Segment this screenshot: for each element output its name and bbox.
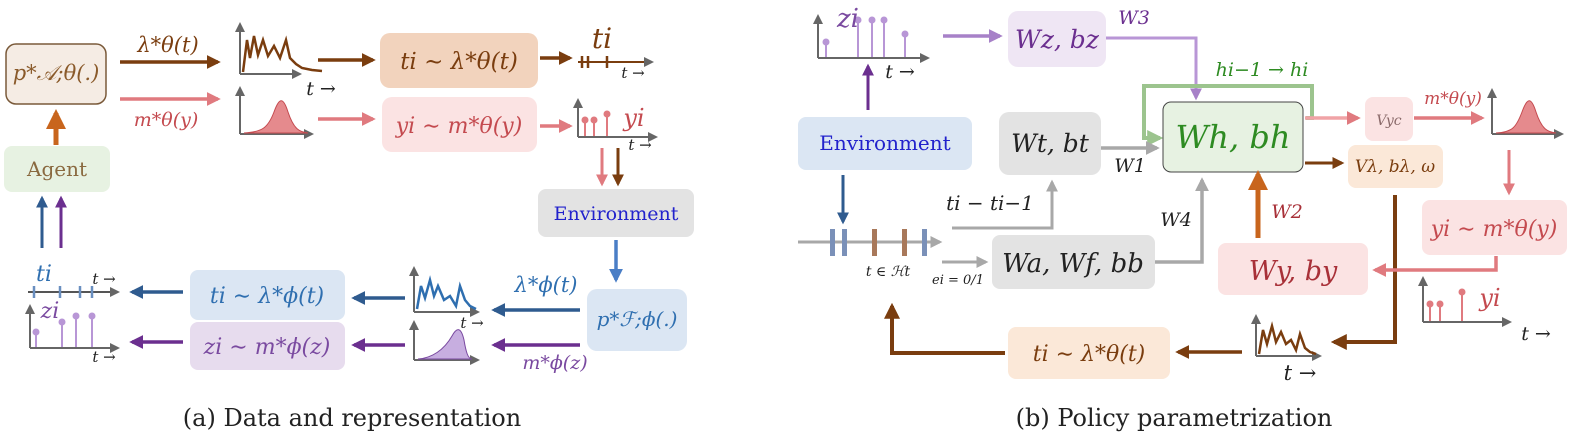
mark-history-stem-plot-phi [25, 304, 120, 353]
m-phi-label: m*ϕ(z) [522, 352, 587, 374]
wh-label: Wh, bh [1176, 118, 1291, 156]
vlambda-box [1348, 145, 1443, 188]
environment-box-a [538, 189, 694, 237]
mark-sampler-label-phi: zi ∼ m*ϕ(z) [203, 335, 331, 360]
t-sampler-label-b: ti ∼ λ*θ(t) [1033, 342, 1146, 367]
mark-output-stem-plot-b [1418, 276, 1512, 327]
policy-box [5, 43, 107, 105]
w1-label: W1 [1114, 155, 1146, 177]
mark-stem-plot-z [813, 14, 930, 63]
arrow-wa-to-wh [1155, 177, 1209, 264]
mark-sampler-label-theta: yi ∼ m*θ(y) [395, 114, 523, 139]
intensity-plot-phi [409, 266, 480, 317]
time-output-label: ti [592, 22, 612, 55]
axis-t-label-b1: t → [885, 61, 915, 83]
vc-label: Vyc [1376, 113, 1401, 129]
wz-label: Wz, bz [1015, 25, 1100, 54]
w3-label: W3 [1118, 7, 1150, 29]
mark-history-label-phi: zi [40, 299, 60, 324]
wt-label: Wt, bt [1011, 129, 1090, 158]
vc-box [1365, 97, 1413, 141]
intensity-plot-theta [235, 22, 323, 79]
w4-label: W4 [1160, 209, 1192, 231]
wa-label: Wa, Wf, bb [1002, 249, 1144, 279]
environment-label-b: Environment [819, 131, 950, 155]
policy-label: p*𝒜;θ(.) [13, 61, 100, 85]
history-label: t ∈ ℋt [866, 264, 911, 280]
wt-box [999, 112, 1101, 175]
intensity-plot-b [1251, 314, 1322, 361]
environment-label-a: Environment [554, 203, 679, 225]
history-event-axis [798, 229, 943, 256]
m-theta-label: m*θ(y) [134, 109, 199, 131]
lambda-phi-label: λ*ϕ(t) [514, 273, 578, 297]
axis-t-label-a6: t → [92, 348, 116, 366]
event-label: ei = 0/1 [932, 273, 984, 288]
arrow-y-sampler-to-wy [1372, 256, 1498, 277]
wy-box [1218, 243, 1368, 295]
vlambda-label: Vλ, bλ, ω [1355, 157, 1435, 177]
axis-t-label-b2: t → [1521, 323, 1551, 345]
dt-label: ti − ti−1 [946, 191, 1034, 215]
time-history-axis-phi [28, 286, 120, 298]
m-theta-label-b: m*θ(y) [1424, 89, 1482, 109]
axis-t-label-b3: t → [1284, 361, 1317, 385]
time-sampler-box-phi [190, 270, 345, 320]
mark-output-label: yi [622, 104, 644, 132]
mark-output-stem-plot [573, 98, 658, 142]
wh-box [1162, 101, 1304, 173]
agent-label: Agent [26, 157, 87, 181]
time-sampler-label-phi: ti ∼ λ*ϕ(t) [210, 284, 324, 309]
wy-label: Wy, by [1249, 256, 1338, 287]
y-sampler-label: yi ∼ m*θ(y) [1430, 217, 1558, 242]
mark-sampler-box-phi [190, 322, 345, 370]
time-sampler-box-theta [380, 33, 538, 88]
agent-box [4, 146, 110, 192]
y-label-b: yi [1478, 284, 1500, 312]
time-output-axis [578, 56, 654, 68]
axis-t-label-a4: t → [460, 314, 484, 332]
axis-t-label-a1: t → [306, 78, 336, 100]
environment-box-b [798, 117, 972, 170]
mark-density-plot-phi [409, 320, 480, 365]
arrow-history-to-wt [952, 179, 1058, 230]
wz-box [1008, 11, 1106, 67]
caption-b: (b) Policy parametrization [1016, 404, 1333, 432]
caption-a: (a) Data and representation [183, 404, 521, 432]
axis-t-label-a3: t → [628, 136, 652, 154]
recurrence-label: hi−1 → hi [1216, 59, 1309, 81]
arrow-t-sampler-to-history [884, 302, 1005, 355]
lambda-theta-label: λ*θ(t) [136, 33, 198, 57]
y-sampler-box [1422, 200, 1567, 255]
axis-t-label-a5: t → [92, 270, 116, 288]
feedback-policy-box [587, 289, 687, 351]
feedback-policy-label: p*ℱ;ϕ(.) [597, 307, 678, 331]
panel-b: zi t → Wz, bz W3 hi−1 → hi Environment W… [798, 4, 1567, 432]
mark-density-plot-theta [235, 86, 314, 139]
t-sampler-box-b [1008, 327, 1170, 379]
z-label: zi [836, 4, 859, 34]
axis-t-label-a2: t → [621, 64, 645, 82]
panel-a: p*𝒜;θ(.) Agent λ*θ(t) m*θ(y) t → [4, 22, 694, 432]
time-history-label-phi: ti [36, 262, 52, 287]
time-sampler-label-theta: ti ∼ λ*θ(t) [400, 49, 518, 75]
mark-sampler-box-theta [382, 97, 537, 152]
arrow-vlambda-to-intensity [1330, 195, 1397, 350]
w2-label: W2 [1271, 201, 1303, 223]
arrow-wz-to-wh [1106, 36, 1202, 101]
wa-box [992, 235, 1155, 289]
mark-density-plot-b [1487, 88, 1564, 139]
